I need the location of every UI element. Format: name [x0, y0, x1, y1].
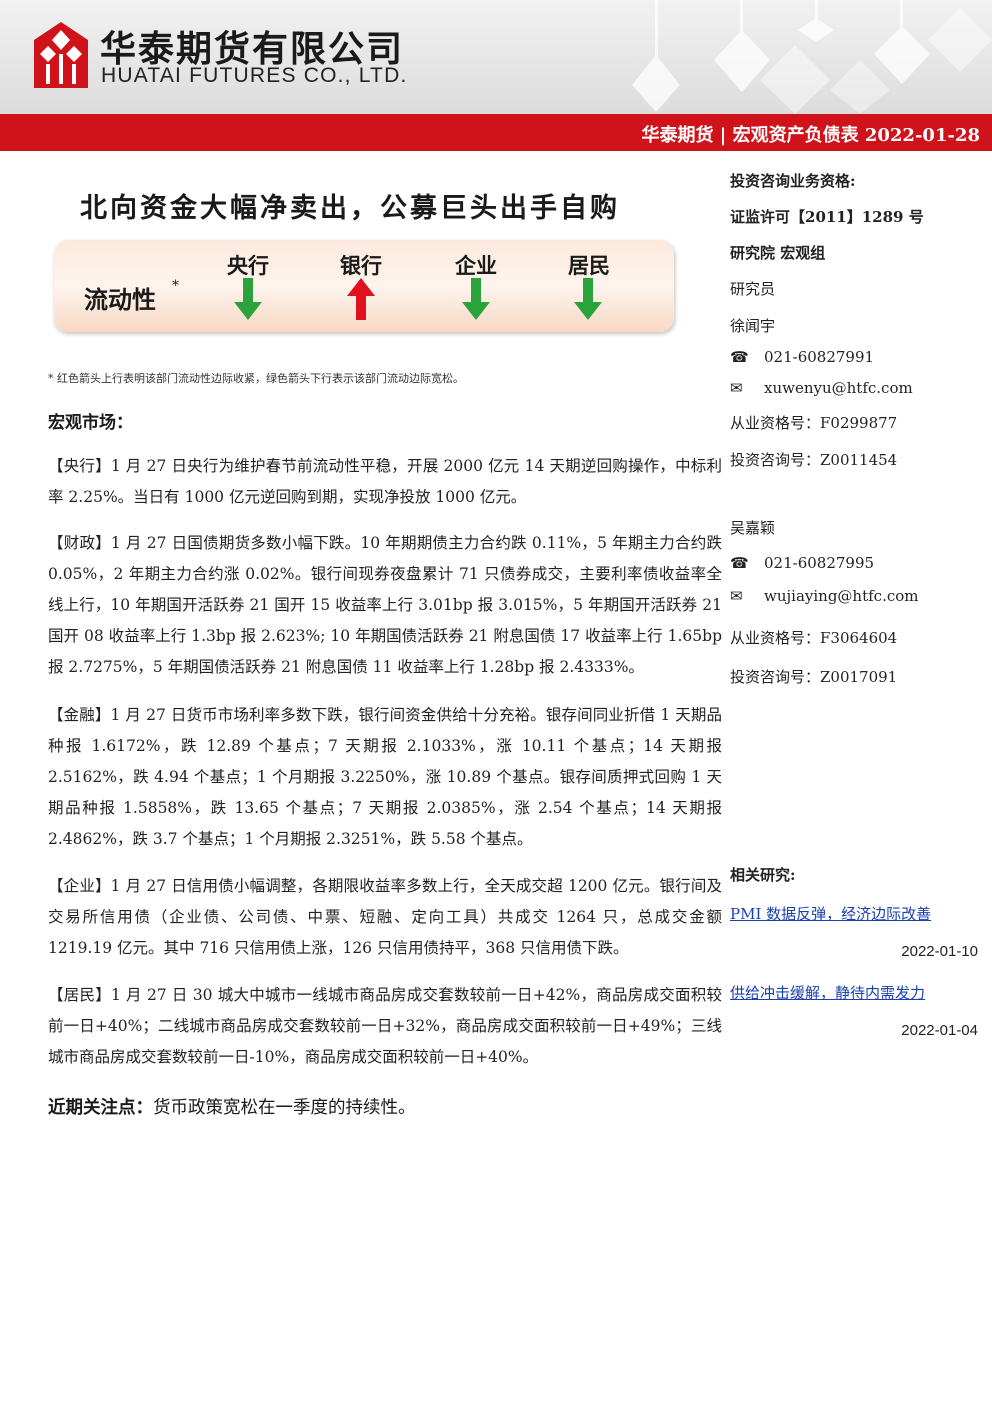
- related-research-title: 相关研究:: [730, 866, 796, 884]
- email-icon: ✉: [730, 379, 743, 397]
- sector-label-bank: 银行: [340, 253, 382, 278]
- arrow-down-icon: [574, 278, 602, 320]
- paragraph-central-bank: 【央行】1 月 27 日央行为维护春节前流动性平稳，开展 2000 亿元 14 …: [48, 451, 722, 513]
- company-name-cn: 华泰期货有限公司: [100, 29, 405, 70]
- email-address[interactable]: xuwenyu@htfc.com: [764, 379, 913, 397]
- phone-icon: ☎: [730, 554, 749, 572]
- liquidity-footnote: * 红色箭头上行表明该部门流动性边际收紧，绿色箭头下行表示该部门流动边际宽松。: [48, 372, 464, 385]
- focus-point: 近期关注点：货币政策宽松在一季度的持续性。: [48, 1094, 416, 1119]
- report-bar-text: 华泰期货 | 宏观资产负债表 2022-01-28: [641, 125, 980, 146]
- department: 研究院 宏观组: [730, 244, 826, 262]
- paragraph-tag: 【央行】: [48, 457, 111, 475]
- sector-label-corporate: 企业: [455, 253, 497, 278]
- header-band: 华泰期货有限公司 HUATAI FUTURES CO., LTD.: [0, 0, 992, 114]
- analyst-email[interactable]: ✉ xuwenyu@htfc.com: [730, 379, 913, 397]
- report-bar: 华泰期货 | 宏观资产负债表 2022-01-28: [0, 114, 992, 151]
- phone-number: 021-60827991: [764, 348, 875, 366]
- paragraph-text: 1 月 27 日信用债小幅调整，各期限收益率多数上行，全天成交超 1200 亿元…: [48, 877, 722, 957]
- related-research-link[interactable]: 供给冲击缓解，静待内需发力: [730, 984, 926, 1002]
- paragraph-tag: 【金融】: [48, 706, 111, 724]
- arrow-up-icon: [347, 278, 375, 320]
- analyst-email[interactable]: ✉ wujiaying@htfc.com: [730, 587, 919, 605]
- license-number: 证监许可【2011】1289 号: [730, 208, 924, 226]
- analyst-advisory: 投资咨询号：Z0017091: [730, 668, 898, 686]
- analyst-name: 徐闻宇: [730, 317, 776, 335]
- arrow-down-icon: [462, 278, 490, 320]
- qualification-title: 投资咨询业务资格:: [730, 172, 856, 190]
- paragraph-tag: 【企业】: [48, 877, 111, 895]
- analyst-advisory: 投资咨询号：Z0011454: [730, 451, 898, 469]
- phone-icon: ☎: [730, 348, 749, 366]
- paragraph-text: 1 月 27 日 30 城大中城市一线城市商品房成交套数较前一日+42%，商品房…: [48, 986, 722, 1066]
- focus-text: 货币政策宽松在一季度的持续性。: [153, 1098, 416, 1118]
- section-title: 宏观市场：: [48, 413, 133, 433]
- related-research-date: 2022-01-10: [901, 943, 978, 960]
- paragraph-finance: 【金融】1 月 27 日货币市场利率多数下跌，银行间资金供给十分充裕。银存间同业…: [48, 700, 722, 855]
- related-research-date: 2022-01-04: [901, 1022, 978, 1039]
- report-title: 北向资金大幅净卖出，公募巨头出手自购: [80, 193, 620, 224]
- arrow-down-icon: [234, 278, 262, 320]
- paragraph-text: 1 月 27 日央行为维护春节前流动性平稳，开展 2000 亿元 14 天期逆回…: [48, 457, 722, 506]
- paragraph-text: 1 月 27 日货币市场利率多数下跌，银行间资金供给十分充裕。银存间同业折借 1…: [48, 706, 722, 848]
- focus-label: 近期关注点：: [48, 1098, 153, 1118]
- analyst-name: 吴嘉颖: [730, 519, 776, 537]
- sector-label-household: 居民: [568, 253, 610, 278]
- email-address[interactable]: wujiaying@htfc.com: [764, 587, 919, 605]
- analyst-cert: 从业资格号：F3064604: [730, 629, 898, 647]
- liquidity-label: 流动性: [84, 285, 156, 314]
- paragraph-fiscal: 【财政】1 月 27 日国债期货多数小幅下跌。10 年期期债主力合约跌 0.11…: [48, 528, 722, 683]
- liquidity-star: *: [172, 278, 179, 294]
- related-research-link[interactable]: PMI 数据反弹，经济边际改善: [730, 905, 932, 923]
- paragraph-tag: 【财政】: [48, 534, 111, 552]
- paragraph-corporate: 【企业】1 月 27 日信用债小幅调整，各期限收益率多数上行，全天成交超 120…: [48, 871, 722, 964]
- email-icon: ✉: [730, 587, 743, 605]
- phone-number: 021-60827995: [764, 554, 875, 572]
- role-label: 研究员: [730, 280, 776, 298]
- sector-label-central-bank: 央行: [227, 253, 269, 278]
- company-logo-icon: [34, 22, 88, 88]
- paragraph-text: 1 月 27 日国债期货多数小幅下跌。10 年期期债主力合约跌 0.11%，5 …: [48, 534, 722, 676]
- paragraph-tag: 【居民】: [48, 986, 112, 1004]
- paragraph-household: 【居民】1 月 27 日 30 城大中城市一线城市商品房成交套数较前一日+42%…: [48, 980, 722, 1073]
- analyst-phone: ☎ 021-60827991: [730, 348, 874, 366]
- analyst-cert: 从业资格号：F0299877: [730, 414, 898, 432]
- analyst-phone: ☎ 021-60827995: [730, 554, 874, 572]
- header-decoration: [632, 0, 992, 114]
- company-name-en: HUATAI FUTURES CO., LTD.: [101, 64, 408, 87]
